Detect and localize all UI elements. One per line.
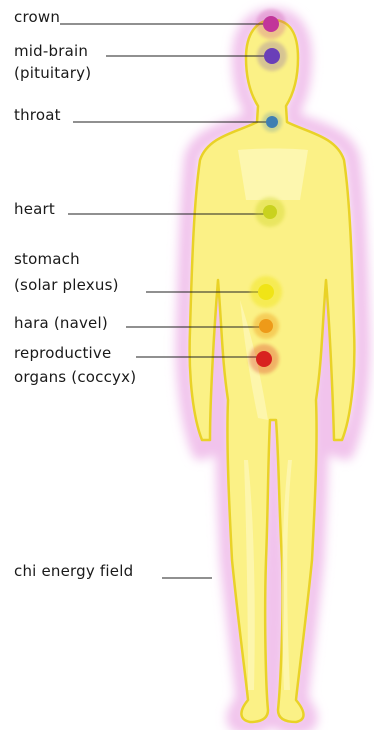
label-heart: heart <box>14 198 55 220</box>
label-crown: crown <box>14 6 60 28</box>
label-organs-coccyx: organs (coccyx) <box>14 366 136 388</box>
stomach-chakra-dot <box>250 276 282 308</box>
hara-chakra-dot <box>253 313 279 339</box>
label-reproductive: reproductive <box>14 342 111 364</box>
crown-chakra-dot <box>256 9 286 39</box>
label-solar-plexus: (solar plexus) <box>14 274 119 296</box>
reproductive-chakra-dot <box>249 344 279 374</box>
throat-chakra-dot <box>262 112 282 132</box>
label-throat: throat <box>14 104 61 126</box>
label-hara-navel: hara (navel) <box>14 312 108 334</box>
label-chi-energy-field: chi energy field <box>14 560 133 582</box>
label-mid-brain: mid-brain <box>14 40 88 62</box>
label-stomach: stomach <box>14 248 80 270</box>
mid-brain-chakra-dot <box>257 41 287 71</box>
heart-chakra-dot <box>255 197 285 227</box>
label-pituitary: (pituitary) <box>14 62 91 84</box>
